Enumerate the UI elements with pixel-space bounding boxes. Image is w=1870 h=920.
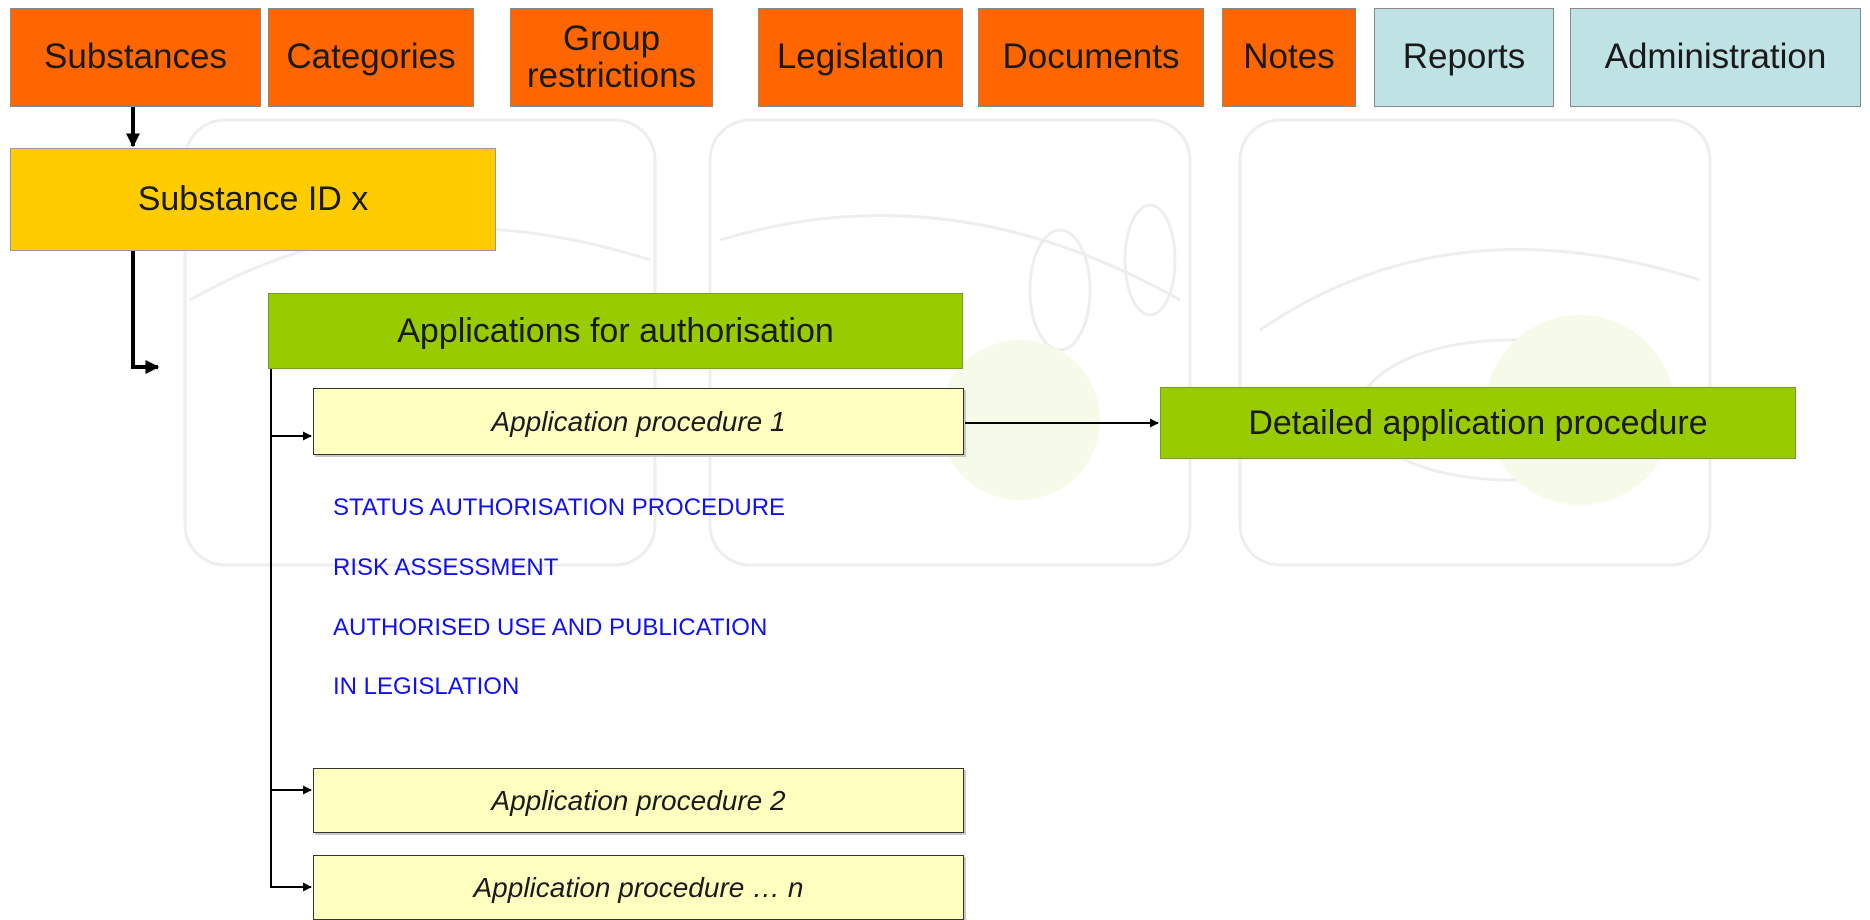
nav-group-restrictions-line1: Group [562,18,661,58]
link-risk-assessment[interactable]: RISK ASSESSMENT [333,554,559,581]
nav-group-restrictions[interactable]: Group restrictions [510,8,713,107]
nav-substances[interactable]: Substances [10,8,261,107]
link-in-legislation[interactable]: IN LEGISLATION [333,673,520,700]
application-procedure-n[interactable]: Application procedure … n [313,855,964,920]
nav-notes[interactable]: Notes [1222,8,1356,107]
substance-id-box[interactable]: Substance ID x [10,148,496,251]
application-procedure-1[interactable]: Application procedure 1 [313,388,964,455]
link-status-authorisation-procedure[interactable]: STATUS AUTHORISATION PROCEDURE [333,494,786,521]
link-authorised-use-and-publication[interactable]: AUTHORISED USE AND PUBLICATION [333,614,768,641]
nav-legislation[interactable]: Legislation [758,8,963,107]
detailed-application-procedure-box[interactable]: Detailed application procedure [1160,387,1796,459]
nav-reports[interactable]: Reports [1374,8,1554,107]
nav-categories[interactable]: Categories [268,8,474,107]
nav-documents[interactable]: Documents [978,8,1204,107]
nav-administration[interactable]: Administration [1570,8,1861,107]
application-procedure-2[interactable]: Application procedure 2 [313,768,964,833]
applications-for-authorisation-box[interactable]: Applications for authorisation [268,293,963,369]
nav-group-restrictions-line2: restrictions [526,55,697,95]
